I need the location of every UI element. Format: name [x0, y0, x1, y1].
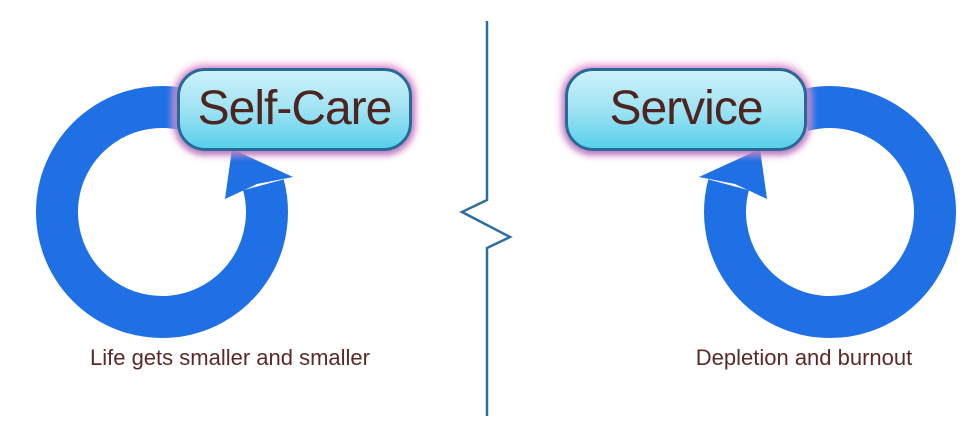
service-node: Service: [565, 68, 807, 151]
self-care-node-label: Self-Care: [197, 82, 393, 135]
right-cycle-arrowhead-icon: [699, 149, 767, 199]
right-cycle-arrow: [699, 86, 956, 338]
left-loop-caption: Life gets smaller and smaller: [89, 345, 370, 370]
left-cycle-arrow-arc: [36, 86, 288, 338]
left-cycle-arrowhead-icon: [225, 149, 293, 199]
service-node-label: Service: [609, 82, 763, 135]
left-cycle-arrow: [36, 86, 293, 338]
self-care-node: Self-Care: [177, 68, 412, 151]
right-loop-caption: Depletion and burnout: [695, 345, 913, 370]
divider-zigzag-line: [459, 21, 513, 416]
right-cycle-arrow-arc: [704, 86, 956, 338]
